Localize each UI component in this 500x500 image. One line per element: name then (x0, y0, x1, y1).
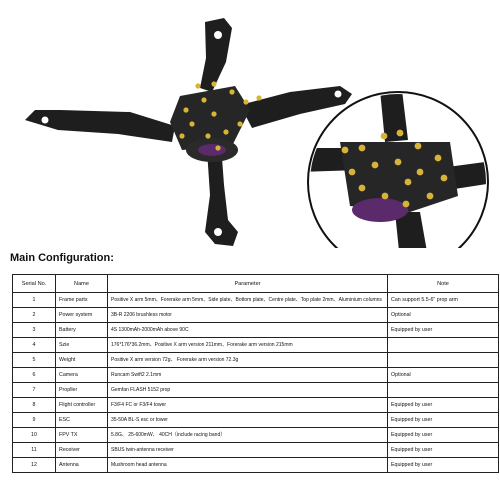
cell-name: Camera (55, 367, 108, 383)
zoom-detail-circle (307, 91, 489, 248)
table-row: 9 ESC 35-50A BL-S esc or tower Equipped … (12, 412, 499, 428)
table-row: 8 Flight controller F3/F4 FC or F3/F4 to… (12, 397, 499, 413)
cell-parameter: 3B-R 2206 brushless motor (107, 307, 388, 323)
cell-name: Antenna (55, 457, 108, 473)
cell-note: Equipped by user (387, 322, 499, 338)
cell-parameter: Runcam Swift2 2.1mm (107, 367, 388, 383)
cell-name: Battery (55, 322, 108, 338)
cell-parameter: 5.8G、 25-600mW、 40CH（include racing band… (107, 427, 388, 443)
cell-note: Equipped by user (387, 427, 499, 443)
column-header-note: Note (387, 274, 499, 293)
cell-parameter: Gemfan FLASH 5152 prop (107, 382, 388, 398)
cell-note: Can support 5.5-6" prop arm (387, 292, 499, 308)
cell-note: Equipped by user (387, 397, 499, 413)
cell-name: Szie (55, 337, 108, 353)
cell-parameter: SBUS twin-antenna receiver (107, 442, 388, 458)
cell-note: Optional (387, 367, 499, 383)
column-header-name: Name (55, 274, 108, 293)
cell-serial: 12 (12, 457, 56, 473)
product-photo (25, 18, 489, 248)
cell-name: ESC (55, 412, 108, 428)
cell-serial: 11 (12, 442, 56, 458)
cell-serial: 8 (12, 397, 56, 413)
cell-name: Flight controller (55, 397, 108, 413)
table-row: 3 Battery 4S 1300mAh-2000mAh above 90C E… (12, 322, 499, 338)
main-configuration-heading: Main Configuration: (10, 252, 114, 264)
cell-serial: 6 (12, 367, 56, 383)
cell-parameter: Mushroom head antenna (107, 457, 388, 473)
cell-name: FPV TX (55, 427, 108, 443)
table-header-row: Serial No. Name Parameter Note (12, 274, 499, 293)
table-row: 1 Frame parts Positive X arm 5mm、Forerak… (12, 292, 499, 308)
table-row: 12 Antenna Mushroom head antenna Equippe… (12, 457, 499, 473)
cell-parameter: 176*176*36.2mm、Positive X arm version 21… (107, 337, 388, 353)
cell-serial: 2 (12, 307, 56, 323)
cell-note (387, 382, 499, 398)
cell-serial: 1 (12, 292, 56, 308)
cell-name: Power system (55, 307, 108, 323)
cell-parameter: F3/F4 FC or F3/F4 tower (107, 397, 388, 413)
cell-name: Propller (55, 382, 108, 398)
cell-serial: 7 (12, 382, 56, 398)
cell-name: Receiver (55, 442, 108, 458)
cell-parameter: 35-50A BL-S esc or tower (107, 412, 388, 428)
drone-frame-image (25, 18, 352, 246)
cell-parameter: 4S 1300mAh-2000mAh above 90C (107, 322, 388, 338)
table-row: 7 Propller Gemfan FLASH 5152 prop (12, 382, 499, 398)
table-row: 5 Weight Positive X arm version 72g、 For… (12, 352, 499, 368)
cell-parameter: Positive X arm version 72g、 Forerake arm… (107, 352, 388, 368)
cell-serial: 5 (12, 352, 56, 368)
cell-note (387, 352, 499, 368)
cell-note: Equipped by user (387, 412, 499, 428)
cell-note: Equipped by user (387, 442, 499, 458)
cell-note: Equipped by user (387, 457, 499, 473)
column-header-parameter: Parameter (107, 274, 388, 293)
table-row: 2 Power system 3B-R 2206 brushless motor… (12, 307, 499, 323)
cell-serial: 9 (12, 412, 56, 428)
table-row: 6 Camera Runcam Swift2 2.1mm Optional (12, 367, 499, 383)
cell-note (387, 337, 499, 353)
cell-serial: 3 (12, 322, 56, 338)
cell-serial: 10 (12, 427, 56, 443)
table-row: 4 Szie 176*176*36.2mm、Positive X arm ver… (12, 337, 499, 353)
table-row: 11 Receiver SBUS twin-antenna receiver E… (12, 442, 499, 458)
cell-parameter: Positive X arm 5mm、Forerake arm 5mm、Side… (107, 292, 388, 308)
configuration-table: Serial No. Name Parameter Note 1 Frame p… (12, 274, 499, 473)
column-header-serial: Serial No. (12, 274, 56, 293)
table-row: 10 FPV TX 5.8G、 25-600mW、 40CH（include r… (12, 427, 499, 443)
cell-name: Frame parts (55, 292, 108, 308)
cell-name: Weight (55, 352, 108, 368)
cell-note: Optional (387, 307, 499, 323)
cell-serial: 4 (12, 337, 56, 353)
